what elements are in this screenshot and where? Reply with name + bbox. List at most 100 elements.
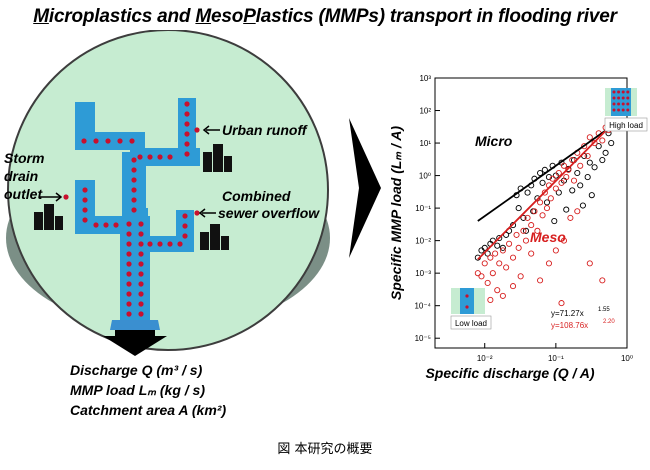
particle-dot	[126, 291, 132, 297]
y-tick-label: 10¹	[419, 139, 431, 148]
y-tick-label: 10⁻⁵	[415, 334, 431, 343]
meso-point	[528, 250, 535, 257]
low-load-particle	[465, 305, 469, 309]
micro-point	[586, 159, 593, 166]
meso-point	[478, 273, 485, 280]
meso-point	[586, 260, 593, 267]
x-tick-label: 10⁻¹	[548, 354, 564, 363]
particle-dot	[137, 154, 143, 160]
plot-frame	[434, 77, 628, 349]
micro-point	[608, 140, 615, 147]
micro-point	[522, 227, 530, 234]
high-load-water-icon	[611, 88, 631, 116]
micro-point	[588, 192, 595, 199]
meso-point	[560, 162, 568, 169]
meso-point	[487, 296, 494, 304]
title-letter-p: P	[243, 6, 256, 27]
particle-dots	[63, 101, 200, 317]
particle-dot	[184, 111, 190, 117]
particle-dot	[126, 281, 132, 287]
meso-point	[481, 260, 488, 267]
particle-dot	[138, 301, 144, 307]
chevron-right-icon	[349, 118, 381, 258]
meso-point	[499, 292, 506, 299]
meso-point	[528, 222, 535, 229]
annotation-arrows	[40, 125, 220, 218]
meso-point	[489, 270, 496, 277]
meso-point	[509, 254, 517, 261]
low-load-particle	[465, 294, 469, 298]
meso-point	[543, 205, 551, 212]
meso-point	[586, 134, 593, 141]
high-load-particle	[621, 102, 625, 106]
micro-point	[537, 169, 544, 177]
meso-point	[515, 244, 522, 251]
meso-point	[552, 247, 559, 254]
river-catchment-diagram	[6, 30, 330, 356]
particle-dot	[138, 271, 144, 277]
meso-point	[517, 273, 524, 280]
meso-point	[584, 152, 591, 160]
high-load-particle	[626, 96, 630, 100]
meso-point	[503, 264, 510, 271]
particle-dot	[103, 222, 109, 228]
micro-fit-line	[477, 125, 612, 222]
particle-dot	[131, 167, 137, 173]
high-load-particle	[621, 108, 625, 112]
high-load-particle	[621, 90, 625, 94]
figure-title: Microplastics and MesoPlastics (MMPs) tr…	[0, 6, 650, 28]
meso-point	[555, 169, 562, 177]
down-arrow-icon	[103, 336, 167, 356]
x-tick-label: 10⁰	[621, 354, 633, 363]
low-load-box	[450, 315, 492, 330]
micro-point	[515, 205, 522, 212]
micro-point	[574, 169, 581, 177]
meso-point	[570, 177, 578, 184]
particle-dot	[129, 138, 135, 144]
particle-dot	[138, 291, 144, 297]
low-load-water-icon	[460, 288, 474, 314]
title-letter-m1: M	[33, 6, 49, 27]
meso-point	[558, 179, 565, 186]
title-part-2: icroplastics and	[48, 6, 196, 27]
particle-dot	[138, 251, 144, 257]
micro-point	[499, 244, 506, 251]
meso-point	[549, 175, 556, 182]
meso-point	[581, 143, 588, 150]
particle-dot	[126, 251, 132, 257]
micro-point	[534, 195, 541, 202]
meso-point	[599, 277, 606, 284]
particle-dot	[131, 157, 137, 163]
meso-point	[499, 247, 506, 254]
urban-runoff-label: Urban runoff	[222, 122, 307, 138]
micro-point	[555, 189, 562, 196]
output-discharge: Discharge Q (m³ / s)	[70, 362, 203, 378]
particle-dot	[194, 127, 200, 133]
meso-point	[522, 237, 530, 244]
combined-sewer-label-2: sewer overflow	[218, 205, 320, 221]
micro-point	[599, 157, 606, 164]
micro-point	[543, 199, 551, 206]
meso-point	[492, 250, 499, 257]
particle-dot	[138, 281, 144, 287]
particle-dot	[126, 261, 132, 267]
high-load-particle	[617, 102, 621, 106]
micro-point	[509, 222, 517, 229]
meso-equation: y=108.76x	[551, 321, 588, 330]
fit-lines	[477, 124, 612, 261]
micro-point	[563, 206, 570, 213]
meso-point	[567, 214, 574, 221]
particle-dot	[184, 131, 190, 137]
meso-point	[545, 260, 553, 267]
figure-caption: 図 本研究の概要	[277, 442, 373, 457]
micro-equation: y=71.27x	[551, 309, 584, 318]
particle-dot	[167, 241, 173, 247]
particle-dot	[126, 311, 132, 317]
storm-drain-label-2: drain	[4, 168, 39, 184]
storm-drain-label-3: outlet	[4, 186, 43, 202]
particle-dot	[82, 217, 88, 223]
meso-series-label: Meso	[530, 229, 566, 245]
building-storm-icon	[34, 204, 63, 230]
